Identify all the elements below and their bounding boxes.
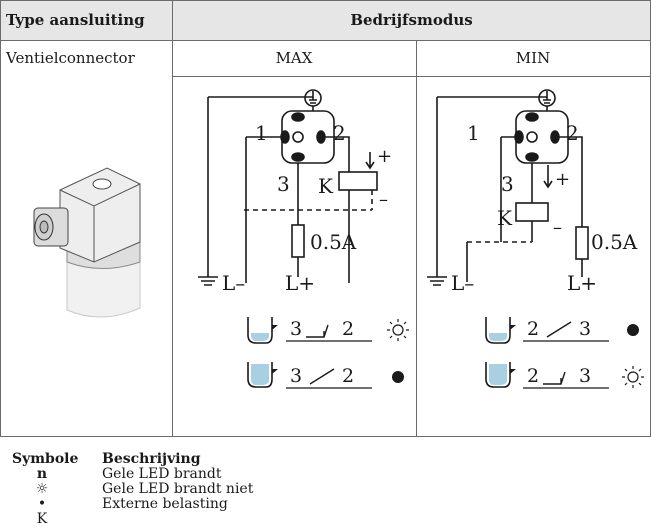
min-l-plus-label: L+	[567, 271, 597, 295]
max-load-label: K	[318, 174, 334, 198]
max-row2-contact-a: 3	[290, 365, 302, 387]
header-operating-mode: Bedrijfsmodus	[350, 11, 473, 29]
mode-max-label: MAX	[275, 49, 313, 67]
max-row1-contact-a: 3	[290, 318, 302, 340]
legend-symbol-4: K	[36, 511, 48, 527]
max-row1-contact-b: 2	[342, 318, 354, 340]
connector-type-label: Ventielconnector	[6, 49, 135, 67]
max-pin-2-label: 2	[333, 121, 346, 145]
min-pin-3-label: 3	[501, 172, 514, 196]
min-row1-contact-b: 3	[579, 318, 591, 340]
min-fuse-label: 0.5A	[591, 230, 638, 254]
legend-symbol-2: ☼	[35, 481, 49, 497]
min-row-1: 2 3	[485, 317, 639, 344]
mode-min-label: MIN	[515, 49, 551, 67]
min-plus-label: +	[555, 169, 570, 190]
legend-symbol-1: n	[36, 466, 48, 482]
max-plus-label: +	[377, 146, 392, 167]
max-row2-contact-b: 2	[342, 365, 354, 387]
min-wiring-diagram: 1 2 3 K + – 0.5A L– L+ 2 3 2 3	[427, 89, 644, 389]
max-fuse-label: 0.5A	[310, 230, 357, 254]
legend-symbol-header: Symbole	[12, 451, 79, 467]
legend-description-header: Beschrijving	[102, 451, 201, 467]
max-l-minus-label: L–	[222, 271, 245, 295]
legend-desc-2: Gele LED brandt niet	[102, 481, 254, 497]
min-row2-contact-a: 2	[527, 365, 539, 387]
min-row2-contact-b: 3	[579, 365, 591, 387]
min-l-minus-label: L–	[451, 271, 474, 295]
legend-desc-1: Gele LED brandt	[102, 466, 222, 482]
max-wiring-diagram: 1 2 3 K + – 0.5A L– L+ 3 2 3 2	[198, 89, 409, 389]
min-load-label: K	[497, 206, 513, 230]
max-row-1: 3 2	[247, 317, 409, 344]
legend-desc-3: Externe belasting	[102, 496, 228, 512]
table-header	[0, 0, 651, 40]
min-pin-1-label: 1	[467, 121, 480, 145]
max-pin-1-label: 1	[255, 121, 268, 145]
max-pin-3-label: 3	[277, 172, 290, 196]
header-connection-type: Type aansluiting	[6, 11, 145, 29]
min-row-2: 2 3	[485, 362, 644, 389]
min-pin-2-label: 2	[566, 121, 579, 145]
min-minus-label: –	[553, 217, 562, 238]
max-l-plus-label: L+	[285, 271, 315, 295]
min-row1-contact-a: 2	[527, 318, 539, 340]
max-minus-label: –	[379, 189, 388, 210]
legend-symbol-3: •	[37, 496, 47, 512]
max-row-2: 3 2	[247, 362, 404, 389]
valve-connector-image	[33, 167, 141, 318]
